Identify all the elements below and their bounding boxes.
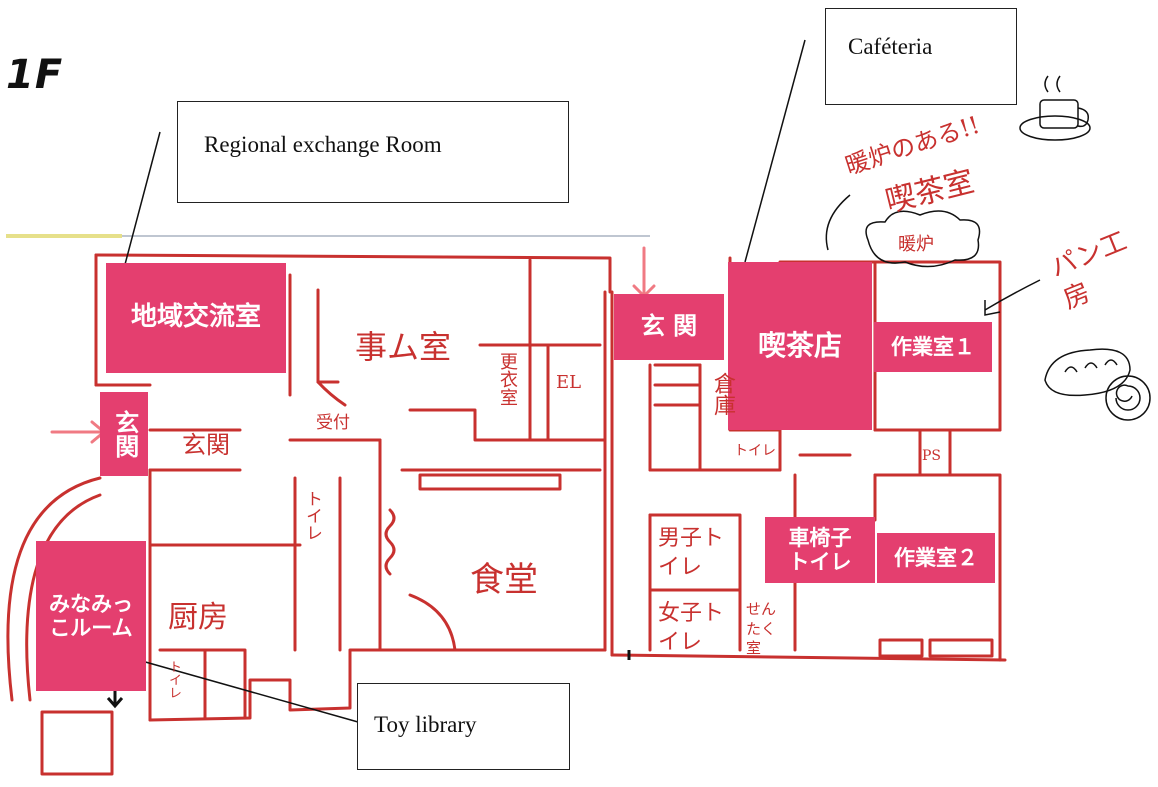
- room-entrance-left: 玄関: [100, 392, 148, 476]
- label-office: 事ム室: [355, 328, 452, 366]
- label-entrance-hall: 玄関: [182, 431, 230, 459]
- room-minamikko: みなみっこルーム: [36, 541, 146, 691]
- room-regional-exchange-label: 地域交流室: [130, 302, 261, 333]
- room-wheelchair-toilet-label: 車椅子トイレ: [788, 525, 852, 574]
- room-workroom-1: 作業室１: [874, 322, 992, 372]
- callout-cafeteria: Caféteria: [825, 8, 1017, 105]
- label-elevator: EL: [556, 372, 582, 393]
- label-laundry: せんたく室: [746, 600, 777, 657]
- callout-toy-text: Toy library: [374, 712, 477, 737]
- label-dining: 食堂: [470, 560, 538, 600]
- room-workroom-2: 作業室２: [877, 533, 995, 583]
- room-regional-exchange: 地域交流室: [106, 263, 286, 373]
- label-reception: 受付: [316, 413, 350, 433]
- room-cafe: 喫茶店: [728, 262, 872, 430]
- coffee-cup-icon: [1019, 75, 1091, 141]
- label-toilet-small: トイレ: [734, 443, 776, 459]
- room-workroom-1-label: 作業室１: [891, 334, 975, 359]
- room-cafe-label: 喫茶店: [757, 328, 842, 362]
- room-minamikko-label: みなみっこルーム: [49, 591, 133, 640]
- label-kitchen: 厨房: [168, 600, 228, 635]
- label-toilet-hall: トイレ: [302, 490, 322, 541]
- label-women-toilet: 女子トイレ: [658, 601, 725, 655]
- callout-regional-text: Regional exchange Room: [204, 132, 442, 157]
- label-ps: PS: [922, 448, 942, 464]
- callout-toy-library: Toy library: [357, 683, 570, 770]
- room-entrance-left-label: 玄関: [110, 410, 139, 458]
- room-workroom-2-label: 作業室２: [894, 545, 978, 570]
- bread-icon: [1044, 348, 1151, 421]
- label-men-toilet: 男子トイレ: [658, 526, 725, 580]
- room-entrance-top: 玄 関: [614, 294, 724, 360]
- callout-cafeteria-text: Caféteria: [848, 34, 933, 59]
- callout-regional-exchange: Regional exchange Room: [177, 101, 569, 203]
- label-storage: 倉庫: [710, 372, 735, 416]
- label-stove: 暖炉: [898, 234, 934, 255]
- floor-label: 1F: [6, 52, 64, 98]
- room-wheelchair-toilet: 車椅子トイレ: [765, 517, 875, 583]
- label-toilet-kitchen: トイレ: [166, 660, 181, 699]
- room-entrance-top-label: 玄 関: [640, 312, 698, 341]
- label-changing-room: 更衣室: [497, 352, 518, 406]
